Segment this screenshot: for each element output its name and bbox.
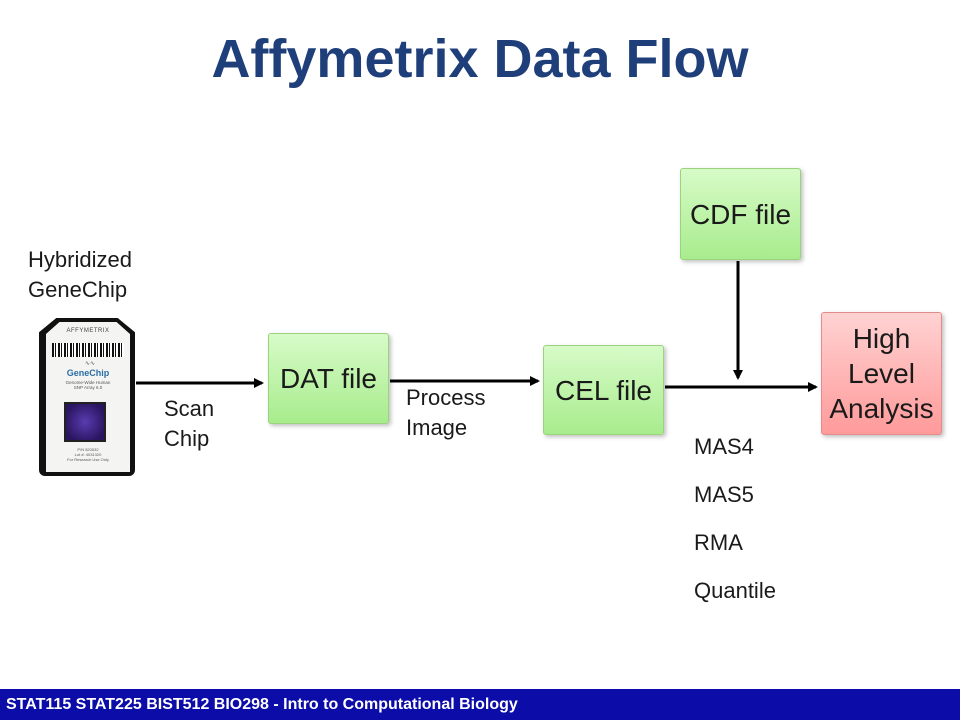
chip-desc-line-1: Genome-Wide Human — [65, 380, 111, 385]
dat-file-node: DAT file — [268, 333, 389, 424]
chip-logo-icon: ∿∿ — [84, 361, 96, 367]
process-image-label: Process Image — [406, 383, 526, 442]
method-item: MAS4 — [694, 434, 754, 459]
method-list: MAS4 MAS5 RMA Quantile — [694, 428, 814, 620]
hybridized-genechip-label: Hybridized GeneChip — [28, 245, 178, 304]
high-level-analysis-node: High Level Analysis — [821, 312, 942, 435]
chip-barcode — [52, 343, 124, 357]
chip-name: GeneChip — [66, 368, 110, 378]
chip-foot-line-1: P/N 520532 — [77, 447, 99, 452]
chip-foot-line-3: For Research Use Only — [67, 457, 109, 463]
scan-chip-label: Scan Chip — [164, 394, 254, 453]
cdf-file-node: CDF file — [680, 168, 801, 260]
chip-description: Genome-Wide Human SNP Array 6.0 — [56, 380, 120, 391]
method-item: RMA — [694, 530, 743, 555]
high-level-line-1: High — [852, 323, 911, 354]
chip-desc-line-2: SNP Array 6.0 — [73, 385, 103, 391]
high-level-line-3: Analysis — [829, 393, 934, 424]
hybridized-line-2: GeneChip — [28, 276, 128, 302]
scan-line-1: Scan — [164, 396, 215, 421]
scan-line-2: Chip — [164, 425, 210, 451]
high-level-line-2: Level — [848, 358, 915, 389]
method-item: Quantile — [694, 578, 776, 603]
cel-file-node: CEL file — [543, 345, 664, 435]
slide-title: Affymetrix Data Flow — [211, 29, 749, 89]
chip-brand: AFFYMETRIX — [66, 328, 110, 334]
chip-footer-text: P/N 520532 Lot #: 4031320 For Research U… — [56, 447, 120, 463]
course-footer: STAT115 STAT225 BIST512 BIO298 - Intro t… — [0, 689, 960, 720]
chip-foot-line-2: Lot #: 4031320 — [74, 452, 102, 458]
chip-array-window — [64, 402, 106, 442]
hybridized-line-1: Hybridized — [28, 247, 132, 272]
process-line-2: Image — [406, 414, 468, 440]
process-line-1: Process — [406, 385, 486, 410]
method-item: MAS5 — [694, 482, 754, 507]
